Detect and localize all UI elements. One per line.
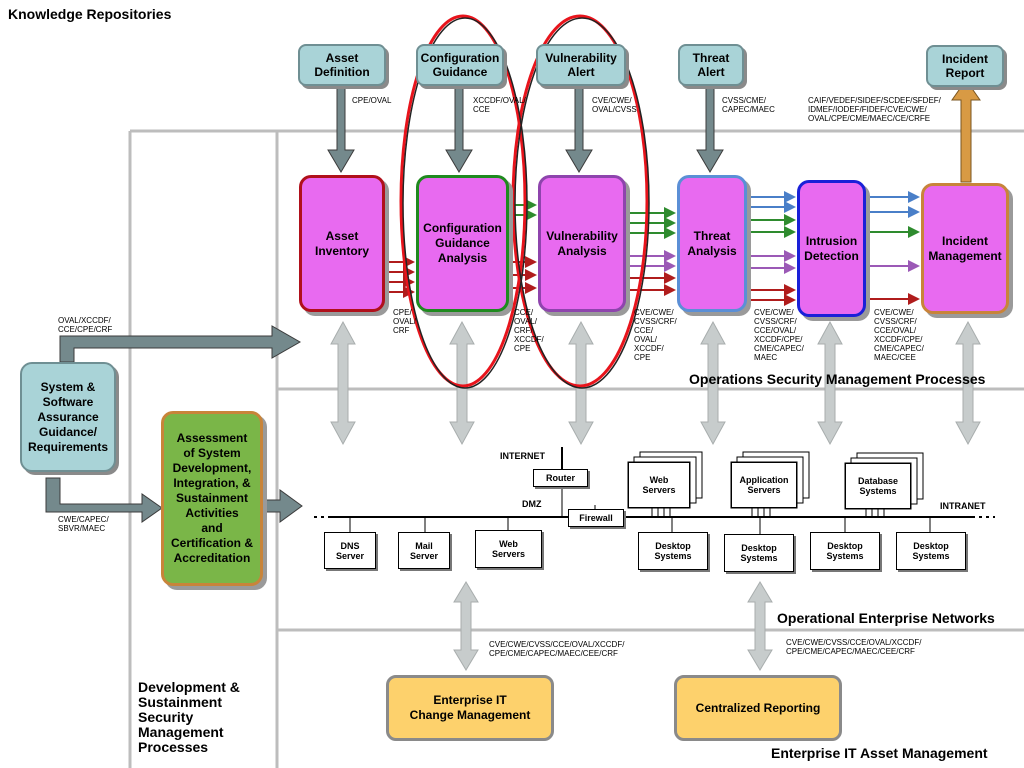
change-mgmt-standards: CVE/CWE/CVSS/CCE/OVAL/XCCDF/ CPE/CME/CAP… <box>489 640 625 658</box>
reporting-standards: CVE/CWE/CVSS/CCE/OVAL/XCCDF/ CPE/CME/CAP… <box>786 638 922 656</box>
firewall-box[interactable]: Firewall <box>568 509 624 527</box>
desktop-systems-4[interactable]: Desktop Systems <box>896 532 966 570</box>
repo-vulnerability-alert[interactable]: Vulnerability Alert <box>536 44 626 86</box>
enterprise-change-management-box[interactable]: Enterprise IT Change Management <box>386 675 554 741</box>
process-config-standards: CPE/ OVAL/ CRF <box>393 308 416 335</box>
database-systems-stack[interactable]: Database Systems <box>845 463 911 509</box>
web-servers-stack[interactable]: Web Servers <box>628 462 690 508</box>
repo-incident-report[interactable]: Incident Report <box>926 45 1004 87</box>
repo-configuration-guidance[interactable]: Configuration Guidance <box>416 44 504 86</box>
desktop-systems-2[interactable]: Desktop Systems <box>724 534 794 572</box>
section-development-label: Development & Sustainment Security Manag… <box>138 679 240 755</box>
process-threat-analysis[interactable]: Threat Analysis <box>677 175 747 312</box>
system-software-guidance-box[interactable]: System & Software Assurance Guidance/ Re… <box>20 362 116 472</box>
repo-vuln-standards: CVE/CWE/ OVAL/CVSS <box>592 96 637 114</box>
repo-asset-standards: CPE/OVAL <box>352 96 392 105</box>
process-vulnerability-analysis[interactable]: Vulnerability Analysis <box>538 175 626 312</box>
section-asset-label: Enterprise IT Asset Management <box>771 745 988 761</box>
web-servers-box[interactable]: Web Servers <box>475 530 542 568</box>
repo-down-arrows <box>327 87 724 173</box>
desktop-systems-1[interactable]: Desktop Systems <box>638 532 708 570</box>
process-vuln-standards: CCE/ OVAL/ CRF/ XCCDF/ CPE <box>514 308 544 353</box>
highlight-ellipse-shadows <box>402 17 650 389</box>
repo-threat-alert[interactable]: Threat Alert <box>678 44 744 86</box>
guidance-arrows <box>45 325 303 523</box>
internet-label: INTERNET <box>500 451 545 461</box>
mail-server-box[interactable]: Mail Server <box>398 532 450 569</box>
router-box[interactable]: Router <box>533 469 588 487</box>
section-operations-label: Operations Security Management Processes <box>689 371 986 387</box>
desktop-systems-3[interactable]: Desktop Systems <box>810 532 880 570</box>
process-intrusion-detection[interactable]: Intrusion Detection <box>797 180 866 317</box>
guidance-standards-top: OVAL/XCCDF/ CCE/CPE/CRF <box>58 316 113 334</box>
process-incident-management[interactable]: Incident Management <box>921 183 1009 314</box>
process-asset-inventory[interactable]: Asset Inventory <box>299 175 385 312</box>
process-configuration-guidance-analysis[interactable]: Configuration Guidance Analysis <box>416 175 509 312</box>
repo-asset-definition[interactable]: Asset Definition <box>298 44 386 86</box>
centralized-reporting-box[interactable]: Centralized Reporting <box>674 675 842 741</box>
double-arrows <box>330 320 981 671</box>
repo-config-standards: XCCDF/OVAL/ CCE <box>473 96 526 114</box>
section-networks-label: Operational Enterprise Networks <box>777 610 995 626</box>
repo-threat-standards: CVSS/CME/ CAPEC/MAEC <box>722 96 775 114</box>
network-lines <box>310 447 995 534</box>
highlight-ellipses <box>399 14 649 388</box>
application-servers-stack[interactable]: Application Servers <box>731 462 797 508</box>
process-threat-standards: CVE/CWE/ CVSS/CRF/ CCE/ OVAL/ XCCDF/ CPE <box>634 308 677 362</box>
intranet-label: INTRANET <box>940 501 986 511</box>
guidance-standards-bottom: CWE/CAPEC/ SBVR/MAEC <box>58 515 109 533</box>
dns-server-box[interactable]: DNS Server <box>324 532 376 569</box>
repo-incident-standards: CAIF/VEDEF/SIDEF/SCDEF/SFDEF/ IDMEF/IODE… <box>808 96 941 123</box>
process-incident-standards: CVE/CWE/ CVSS/CRF/ CCE/OVAL/ XCCDF/CPE/ … <box>874 308 924 362</box>
incident-up-arrow <box>951 79 981 183</box>
dmz-label: DMZ <box>522 499 542 509</box>
assessment-box[interactable]: Assessment of System Development, Integr… <box>161 411 263 586</box>
process-intrusion-standards: CVE/CWE/ CVSS/CRF/ CCE/OVAL/ XCCDF/CPE/ … <box>754 308 804 362</box>
page-title: Knowledge Repositories <box>8 6 172 22</box>
